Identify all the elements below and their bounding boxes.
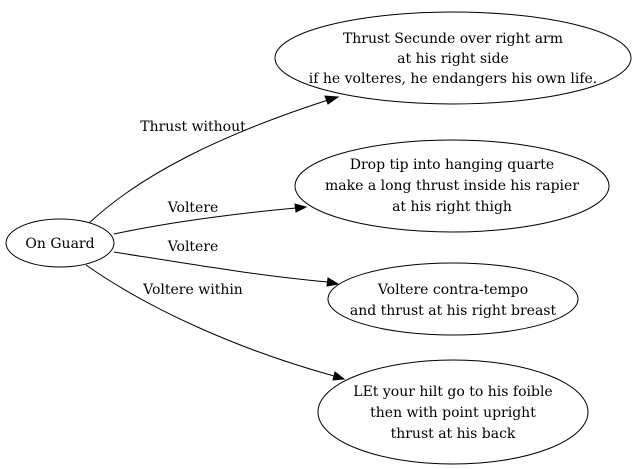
node-label: LEt your hilt go to his foible [353,384,552,400]
edge-line [113,207,297,235]
edge-thrust-without: Thrust without [87,95,340,225]
node-drop-tip: Drop tip into hanging quarte make a long… [294,139,610,233]
node-label: then with point upright [370,405,536,421]
node-on-guard: On Guard [5,218,115,268]
edge-voltere-within: Voltere within [85,264,346,381]
node-label: if he volteres, he endangers his own lif… [309,71,597,87]
edge-label: Thrust without [140,119,246,135]
arrow-head [294,203,308,213]
node-label: and thrust at his right breast [350,303,557,319]
node-shape [294,139,610,233]
node-shape [274,11,632,105]
edge-line [87,99,329,225]
node-label: at his right thigh [392,199,512,215]
arrow-head [326,277,340,287]
node-hilt-to-foible: LEt your hilt go to his foible then with… [317,359,589,465]
edge-voltere-lower: Voltere [113,239,340,287]
node-shape [327,262,579,336]
edge-line [113,251,329,283]
edge-label: Voltere [167,239,219,255]
node-label: make a long thrust inside his rapier [325,178,579,194]
node-label: Thrust Secunde over right arm [343,31,563,47]
node-shape [5,218,115,268]
node-label: thrust at his back [391,426,516,442]
arrow-head [324,95,340,105]
edge-label: Voltere [167,200,219,216]
node-thrust-secunde: Thrust Secunde over right arm at his rig… [274,11,632,105]
node-shape [317,359,589,465]
node-label: Drop tip into hanging quarte [350,157,554,173]
arrow-head [332,371,346,381]
node-label: On Guard [25,236,94,252]
edge-voltere-upper: Voltere [113,200,308,235]
node-voltere-contra-tempo: Voltere contra-tempo and thrust at his r… [327,262,579,336]
edge-label: Voltere within [142,282,243,298]
node-label: Voltere contra-tempo [377,282,528,298]
edge-line [85,264,335,377]
node-label: at his right side [397,51,509,67]
